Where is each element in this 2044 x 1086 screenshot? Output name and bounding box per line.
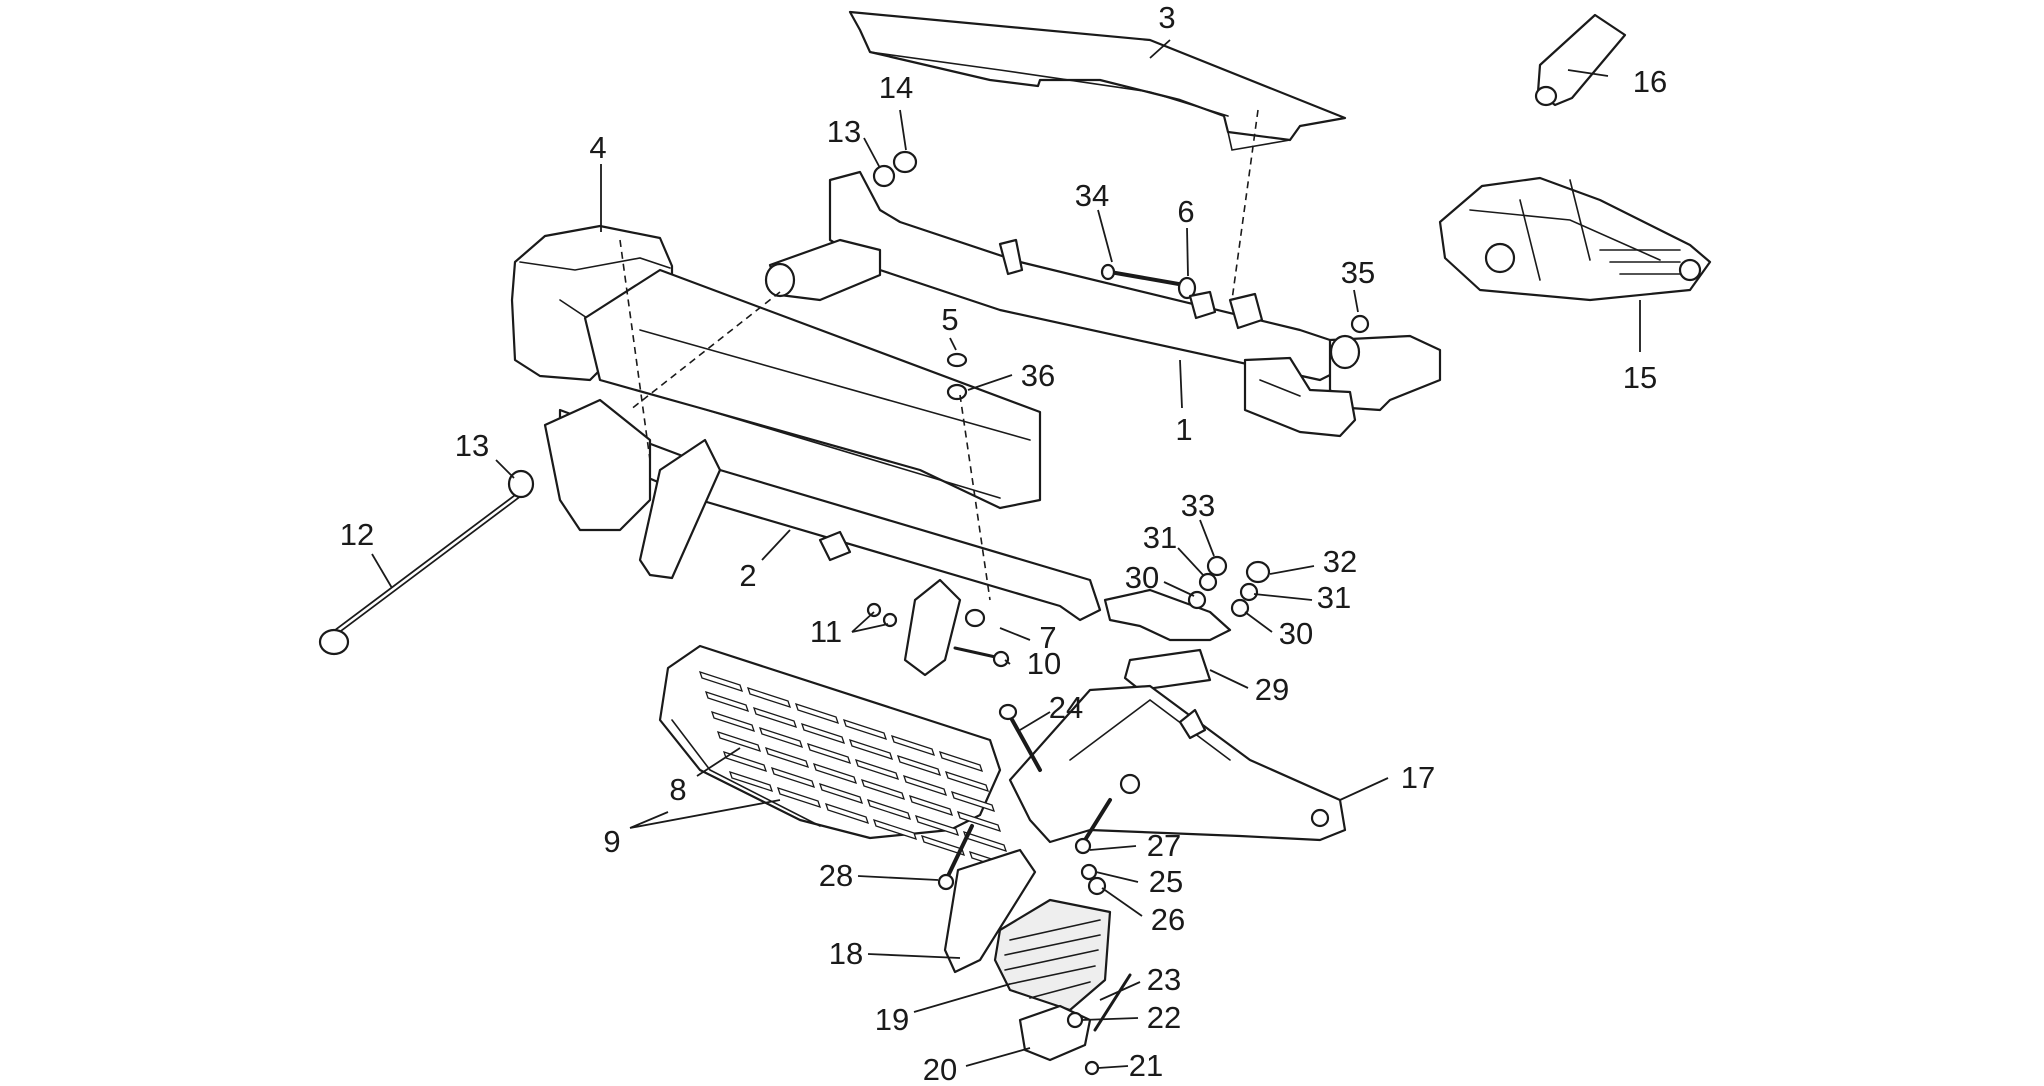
floorboard-slot <box>704 690 750 713</box>
callout-14: 14 <box>879 70 913 105</box>
part-3-shield-plate <box>848 10 1347 151</box>
part-1-upper-frame-rail <box>764 170 1442 438</box>
frame-hardware <box>872 150 1370 401</box>
callout-30-lower: 30 <box>1279 616 1313 651</box>
floorboard-slot <box>902 774 948 797</box>
assembly-guide-lines <box>619 109 1259 601</box>
callout-29: 29 <box>1255 672 1289 707</box>
callout-36: 36 <box>1021 358 1055 393</box>
callout-2: 2 <box>739 558 756 593</box>
floorboard-slot <box>866 798 912 821</box>
floorboard-slot <box>908 794 954 817</box>
callout-8: 8 <box>669 772 686 807</box>
callout-20: 20 <box>923 1052 957 1086</box>
floorboard-slot <box>698 670 744 693</box>
floorboard-slot <box>722 750 768 773</box>
callout-17: 17 <box>1401 760 1435 795</box>
part-12-through-bolt <box>318 469 535 656</box>
callout-23: 23 <box>1147 962 1181 997</box>
callout-32: 32 <box>1323 544 1357 579</box>
floorboard-slot <box>938 750 984 773</box>
right-mount-bracket <box>1103 555 1271 692</box>
floorboard-slot <box>914 814 960 837</box>
floorboard-slot <box>950 790 996 813</box>
callout-31-lower: 31 <box>1317 580 1351 615</box>
part-2-lower-frame-rail <box>543 268 1102 622</box>
part-15-16-stand-bracket <box>1438 13 1712 302</box>
callout-13-left: 13 <box>455 428 489 463</box>
floorboard-slot <box>770 766 816 789</box>
floorboard-slot <box>812 762 858 785</box>
callout-27: 27 <box>1147 828 1181 863</box>
callout-18: 18 <box>829 936 863 971</box>
callout-35: 35 <box>1341 255 1375 290</box>
footboard-mount-hardware <box>818 530 1010 677</box>
callout-11: 11 <box>810 614 842 649</box>
callout-34: 34 <box>1075 178 1109 213</box>
floorboard-slot <box>764 746 810 769</box>
callout-16: 16 <box>1633 64 1667 99</box>
callout-3: 3 <box>1158 0 1175 35</box>
callout-19: 19 <box>875 1002 909 1037</box>
floorboard-slot <box>962 830 1008 853</box>
floorboard-slot <box>776 786 822 809</box>
callout-5: 5 <box>941 302 958 337</box>
callout-6: 6 <box>1177 194 1194 229</box>
callout-7: 7 <box>1039 620 1056 655</box>
callout-25: 25 <box>1149 864 1183 899</box>
callout-4: 4 <box>589 130 606 165</box>
callout-leader-lines <box>371 39 1641 1069</box>
floorboard-slot <box>716 730 762 753</box>
floorboard-slot <box>818 782 864 805</box>
callout-28: 28 <box>819 858 853 893</box>
callout-labels: 3 4 14 13 34 6 35 1 5 36 16 15 13 12 2 3… <box>340 0 1667 1086</box>
callout-1: 1 <box>1175 412 1192 447</box>
floorboard-slot <box>944 770 990 793</box>
floorboard-slot <box>728 770 774 793</box>
callout-31-upper: 31 <box>1143 520 1177 555</box>
floorboard-slot <box>824 802 870 825</box>
callout-13-upper: 13 <box>827 114 861 149</box>
callout-12: 12 <box>340 517 374 552</box>
floorboard-slot <box>794 702 840 725</box>
floorboard-slot <box>806 742 852 765</box>
floorboard-slot <box>860 778 906 801</box>
floorboard-slot <box>842 718 888 741</box>
floorboard-slot <box>920 834 966 857</box>
floorboard-slot <box>872 818 918 841</box>
floorboard-slot <box>758 726 804 749</box>
floorboard-slot <box>890 734 936 757</box>
floorboard-slot <box>800 722 846 745</box>
callout-15: 15 <box>1623 360 1657 395</box>
callout-10: 10 <box>1027 646 1061 681</box>
part-8-9-floorboard <box>658 644 1014 873</box>
part-17-footpeg-bracket <box>998 684 1347 896</box>
floorboard-slot <box>854 758 900 781</box>
callout-22: 22 <box>1147 1000 1181 1035</box>
floorboard-slot <box>752 706 798 729</box>
floorboard-slot <box>746 686 792 709</box>
floorboard-slot <box>848 738 894 761</box>
callout-9: 9 <box>603 824 620 859</box>
callout-33: 33 <box>1181 488 1215 523</box>
callout-21: 21 <box>1129 1048 1163 1083</box>
callout-30-upper: 30 <box>1125 560 1159 595</box>
floorboard-slot <box>710 710 756 733</box>
floorboard-slot <box>896 754 942 777</box>
floorboard-slot <box>956 810 1002 833</box>
callout-24: 24 <box>1049 690 1083 725</box>
callout-26: 26 <box>1151 902 1185 937</box>
footpeg-assembly <box>937 824 1132 1076</box>
